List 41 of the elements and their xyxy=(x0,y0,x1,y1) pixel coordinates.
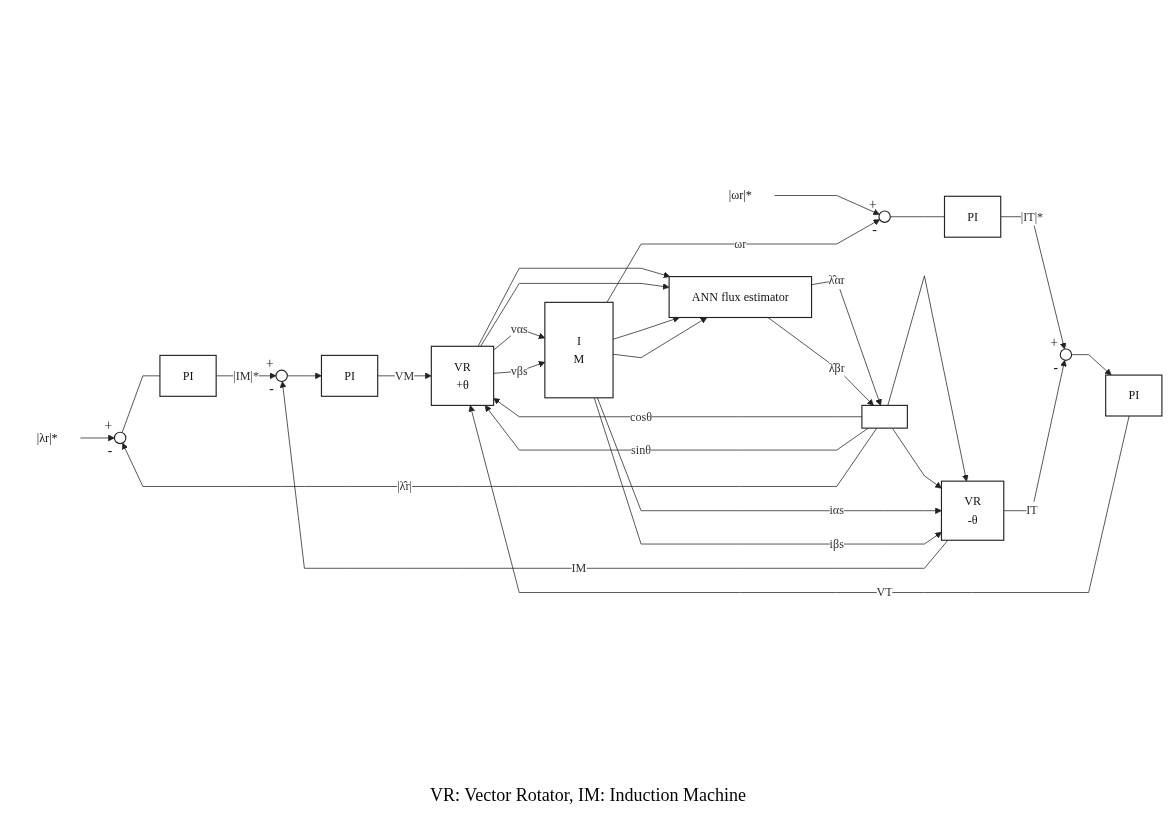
node-text: |ωr|* xyxy=(728,188,752,202)
sign-label: - xyxy=(1053,359,1058,375)
edge-label: IT xyxy=(1026,504,1038,517)
node-circle xyxy=(113,431,127,445)
node-box: VR -θ xyxy=(940,480,1005,541)
sign-label: + xyxy=(266,356,274,372)
edge-label: sinθ xyxy=(631,443,652,457)
sign-label: + xyxy=(1050,334,1058,350)
node-box: I M xyxy=(544,301,614,399)
node-circle xyxy=(1059,348,1073,362)
edge-label: VM xyxy=(394,369,415,383)
connector xyxy=(889,216,945,218)
sign-label: - xyxy=(872,221,877,237)
node-box: VR +θ xyxy=(430,345,495,407)
edge-label: ωr xyxy=(734,237,747,251)
edge-label: IM xyxy=(571,561,587,575)
sign-label: + xyxy=(869,196,877,212)
sign-label: - xyxy=(107,443,113,459)
edge-label: vβs xyxy=(510,364,528,378)
edge-label: vαs xyxy=(510,322,528,336)
node-box: ANN flux estimator xyxy=(668,276,813,319)
sign-label: + xyxy=(104,418,113,434)
node-box: PI xyxy=(943,195,1002,238)
edge-label: |IT|* xyxy=(1020,210,1044,223)
edge-label: VT xyxy=(876,585,893,599)
edge-label: |λ̂r| xyxy=(397,479,412,493)
caption: VR: Vector Rotator, IM: Induction Machine xyxy=(430,784,746,807)
node-circle xyxy=(878,210,891,224)
edge-label: λ̂βr xyxy=(828,361,845,375)
edge-label: iβs xyxy=(829,537,844,551)
node-box: PI xyxy=(1105,374,1163,417)
sign-label: - xyxy=(269,381,274,397)
edge-label: cosθ xyxy=(630,410,653,423)
node-box: PI xyxy=(320,354,379,398)
node-box: PI xyxy=(159,354,217,398)
node-circle xyxy=(275,369,288,383)
node-text: |λr|* xyxy=(36,431,58,445)
edge-label: λ̂αr xyxy=(828,273,845,287)
edge-label: iαs xyxy=(829,504,844,517)
edge-label: |IM|* xyxy=(233,369,259,383)
node-box xyxy=(861,405,908,429)
